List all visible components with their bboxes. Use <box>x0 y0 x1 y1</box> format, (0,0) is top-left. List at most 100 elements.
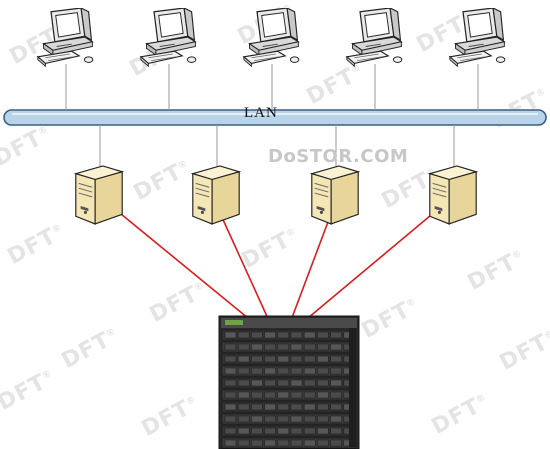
storage-drive-bay <box>330 403 342 411</box>
storage-drive-bay <box>303 391 316 399</box>
desktop-computer-icon <box>346 8 403 67</box>
storage-top-panel <box>221 318 357 328</box>
storage-drive-bay <box>224 367 237 375</box>
storage-drive-bay <box>277 439 290 447</box>
storage-drive-bay <box>303 343 316 351</box>
storage-drive-bay <box>277 331 290 339</box>
server-storage-link <box>214 201 271 324</box>
storage-drive-bay <box>290 367 303 375</box>
tower-server-icon <box>192 165 240 225</box>
desktop-computer-icon <box>243 8 300 67</box>
storage-drive-bay <box>303 403 316 411</box>
storage-drive-bay <box>330 331 342 339</box>
storage-drive-bay <box>277 415 290 423</box>
storage-drive-bay <box>290 379 303 387</box>
storage-drive-bay <box>330 379 342 387</box>
storage-drive-bay <box>237 391 250 399</box>
storage-status-light <box>225 320 243 325</box>
storage-drive-bay <box>317 379 329 387</box>
storage-drive-bay <box>303 439 316 447</box>
storage-drive-bay <box>303 415 316 423</box>
storage-drive-bay <box>330 367 342 375</box>
storage-drive-bay <box>290 403 303 411</box>
storage-drive-bay <box>290 415 303 423</box>
storage-drive-bay <box>237 403 250 411</box>
storage-drive-bay <box>277 427 290 435</box>
storage-array-icon <box>218 315 360 449</box>
storage-drive-bay <box>237 439 250 447</box>
storage-drive-bay <box>317 427 329 435</box>
storage-drive-bay <box>251 367 263 375</box>
server-storage-link <box>98 195 255 324</box>
storage-drive-bay <box>224 415 237 423</box>
storage-drive-bay <box>277 379 290 387</box>
storage-drive-bay <box>224 403 237 411</box>
storage-drive-bay <box>224 355 237 363</box>
storage-drive-bay <box>237 331 250 339</box>
storage-drive-bay <box>330 343 342 351</box>
storage-drive-bay <box>277 391 290 399</box>
storage-drive-bay <box>264 403 276 411</box>
storage-drive-bay <box>251 379 263 387</box>
storage-drive-bay <box>264 367 276 375</box>
storage-drive-bay <box>290 331 303 339</box>
storage-drive-bay <box>277 343 290 351</box>
storage-drive-bay <box>251 439 263 447</box>
storage-drive-bay <box>317 343 329 351</box>
storage-drive-bay <box>330 355 342 363</box>
storage-drive-bay <box>317 391 329 399</box>
storage-drive-bay <box>264 427 276 435</box>
storage-drive-bay <box>224 331 237 339</box>
storage-drive-bay <box>264 331 276 339</box>
tower-server-icon <box>75 165 123 225</box>
storage-drive-bay <box>251 331 263 339</box>
storage-drive-bay <box>251 391 263 399</box>
storage-drive-bay <box>224 439 237 447</box>
storage-drive-bay <box>251 415 263 423</box>
storage-drive-bay <box>290 343 303 351</box>
tower-server-icon <box>429 165 477 225</box>
storage-drive-bay <box>330 415 342 423</box>
storage-drive-bay <box>303 367 316 375</box>
storage-drive-bay <box>264 439 276 447</box>
storage-drive-bay <box>330 391 342 399</box>
storage-drive-bay <box>290 355 303 363</box>
lan-label: LAN <box>244 105 278 121</box>
storage-drive-bay <box>330 439 342 447</box>
tower-server-icon <box>311 165 359 225</box>
storage-drive-bay <box>251 355 263 363</box>
storage-drive-bay <box>237 415 250 423</box>
storage-drive-bay <box>237 379 250 387</box>
storage-drive-bay <box>303 331 316 339</box>
storage-drive-bay <box>237 367 250 375</box>
storage-drive-bay <box>237 343 250 351</box>
storage-drive-bay <box>317 367 329 375</box>
storage-drive-bay <box>303 427 316 435</box>
storage-drive-bay <box>237 355 250 363</box>
storage-drive-bay <box>224 391 237 399</box>
storage-drive-bay <box>237 427 250 435</box>
storage-drive-bay <box>251 343 263 351</box>
storage-drive-bay <box>251 403 263 411</box>
storage-drive-bay <box>264 355 276 363</box>
desktop-computer-icon <box>37 8 94 67</box>
storage-drive-bay <box>330 427 342 435</box>
storage-drive-bay <box>277 403 290 411</box>
storage-drive-bay <box>224 343 237 351</box>
storage-drive-bay <box>290 391 303 399</box>
storage-drive-bay <box>290 427 303 435</box>
storage-drive-bay <box>251 427 263 435</box>
storage-drive-bay <box>317 355 329 363</box>
brand-watermark: DoSTOR.COM <box>268 146 409 167</box>
storage-drive-bay <box>224 379 237 387</box>
storage-drive-bay <box>264 391 276 399</box>
storage-drive-bay <box>264 343 276 351</box>
desktop-computer-icon <box>140 8 197 67</box>
storage-drive-bay <box>264 415 276 423</box>
storage-drive-bay <box>277 367 290 375</box>
desktop-computer-icon <box>449 8 506 67</box>
storage-drive-bay <box>303 355 316 363</box>
storage-drive-bay <box>317 403 329 411</box>
